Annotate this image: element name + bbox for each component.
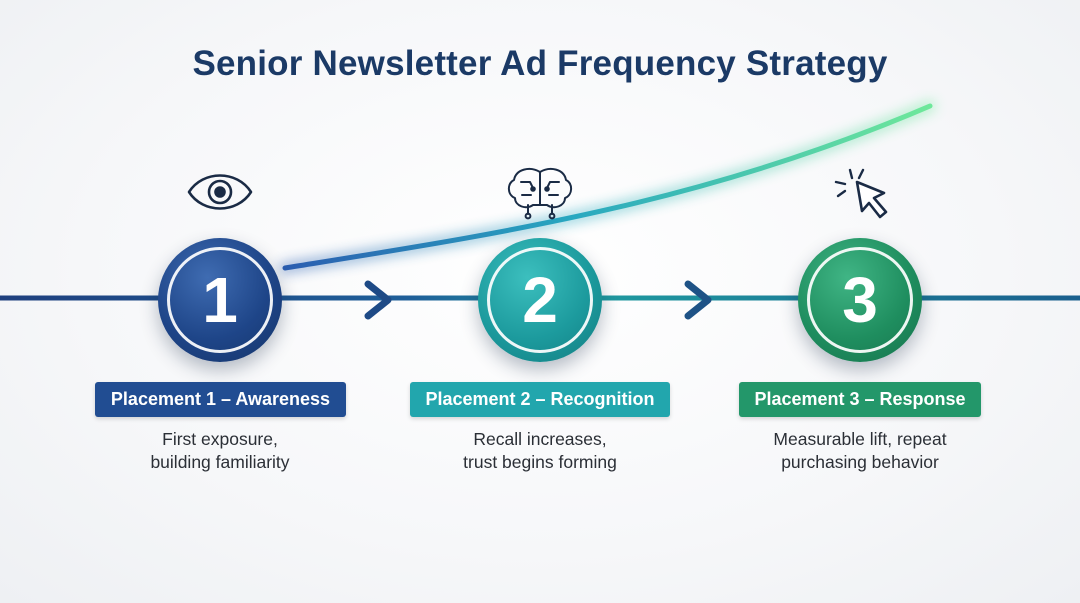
step-2-description: Recall increases, trust begins forming <box>390 428 690 474</box>
step-1-label: Placement 1 – Awareness <box>95 382 346 417</box>
step-1-circle: 1 <box>158 238 282 362</box>
step-2-label: Placement 2 – Recognition <box>410 382 670 417</box>
step-1-description-line-2: building familiarity <box>150 452 290 472</box>
arrow-right-icon <box>684 280 712 320</box>
brain-icon <box>507 167 573 220</box>
step-1-ring: 1 <box>167 247 273 353</box>
step-3-description-line-1: Measurable lift, repeat <box>773 429 947 449</box>
step-3-number: 3 <box>842 264 878 336</box>
step-2-description-line-1: Recall increases, <box>473 429 607 449</box>
eye-icon <box>187 174 253 210</box>
step-3-label: Placement 3 – Response <box>739 382 981 417</box>
page-title: Senior Newsletter Ad Frequency Strategy <box>192 44 888 83</box>
step-3-description: Measurable lift, repeat purchasing behav… <box>710 428 1010 474</box>
arrow-right-icon <box>364 280 392 320</box>
step-3-circle: 3 <box>798 238 922 362</box>
step-3-description-line-2: purchasing behavior <box>781 452 939 472</box>
cursor-click-icon <box>834 168 888 219</box>
step-2-circle: 2 <box>478 238 602 362</box>
step-1-description-line-1: First exposure, <box>162 429 278 449</box>
step-3-ring: 3 <box>807 247 913 353</box>
step-2-description-line-2: trust begins forming <box>463 452 617 472</box>
step-1-description: First exposure, building familiarity <box>70 428 370 474</box>
growth-curve <box>282 103 933 271</box>
step-1-number: 1 <box>202 264 238 336</box>
step-2-number: 2 <box>522 264 558 336</box>
step-2-ring: 2 <box>487 247 593 353</box>
